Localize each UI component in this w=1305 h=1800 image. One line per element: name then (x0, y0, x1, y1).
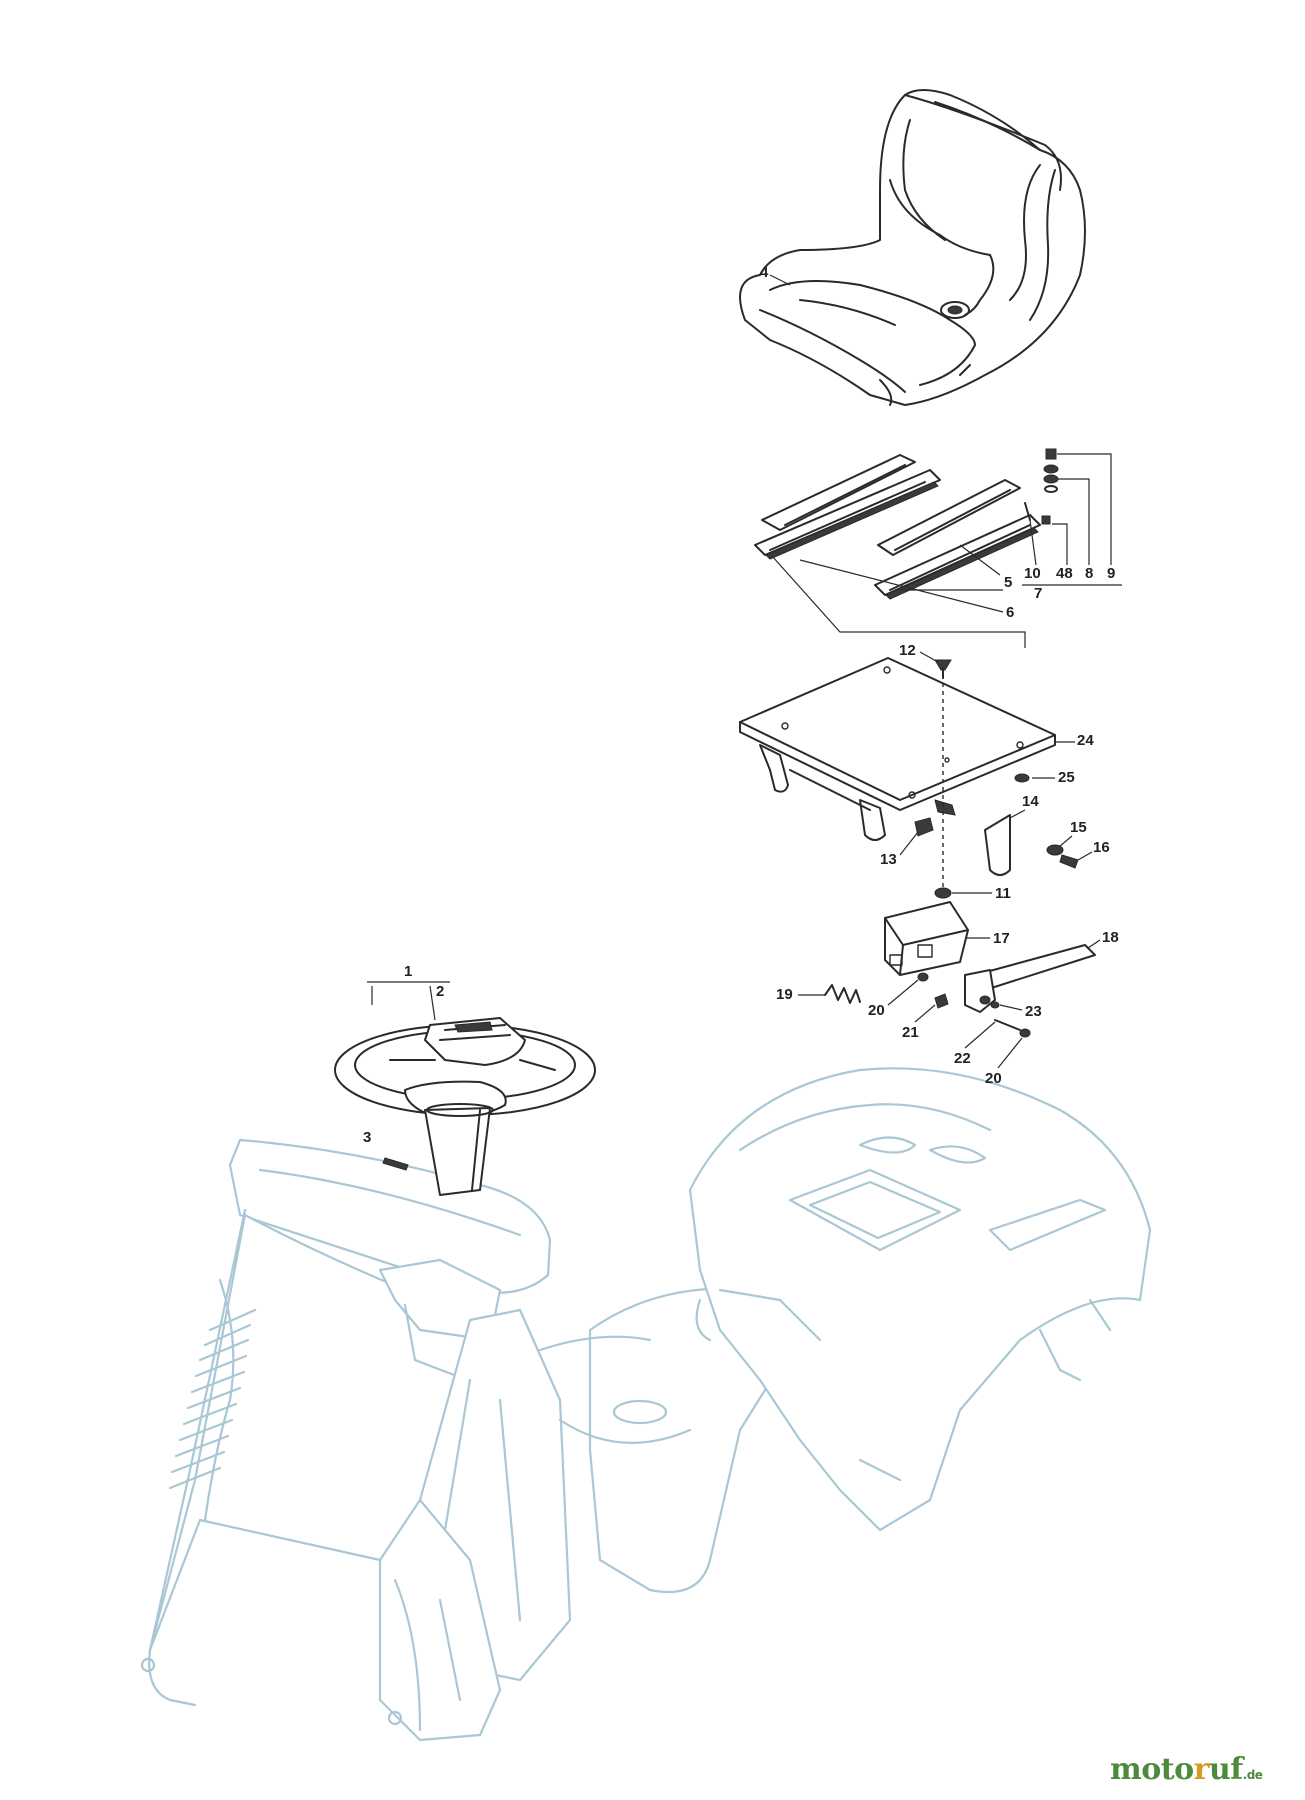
bolt-12 (934, 659, 952, 679)
callout-21: 21 (902, 1024, 919, 1041)
callout-25: 25 (1058, 769, 1075, 786)
callout-2: 2 (436, 983, 444, 1000)
callout-4: 4 (760, 264, 769, 281)
nut-20-bottom (1019, 1028, 1031, 1038)
callout-22: 22 (954, 1050, 971, 1067)
callout-18: 18 (1102, 929, 1119, 946)
callout-13: 13 (880, 851, 897, 868)
motoruf-watermark-logo: motoruf.de (1110, 1752, 1263, 1787)
washer-15 (1046, 844, 1064, 856)
callout-6: 5 (1004, 574, 1012, 591)
steering-wheel (334, 1017, 596, 1196)
pin-23 (990, 1001, 1000, 1009)
callout-3: 3 (363, 1129, 371, 1146)
spring-19 (824, 984, 861, 1004)
seat-rails (754, 448, 1059, 600)
pin-3 (382, 1157, 409, 1171)
callout-17: 17 (993, 930, 1010, 947)
bolt-13 (914, 817, 934, 837)
callout-23: 23 (1025, 1003, 1042, 1020)
callout-10: 10 (1024, 565, 1041, 582)
callout-12: 12 (899, 642, 916, 659)
callout-6b: 6 (1006, 604, 1014, 621)
lever-18 (964, 944, 1096, 1013)
grille-slots-ghost (168, 1308, 257, 1490)
callout-20-top: 20 (868, 1002, 885, 1019)
callout-labels: 1 2 3 4 5 6 7 8 9 10 48 12 24 25 14 15 1… (363, 264, 1119, 1146)
rail-leaders (771, 453, 1122, 648)
tractor-body-ghost (140, 1067, 1152, 1742)
screw-21 (934, 993, 949, 1009)
seat (739, 89, 1086, 406)
bolt-16 (1059, 854, 1079, 869)
slide-block-17 (884, 901, 969, 976)
callout-16: 16 (1093, 839, 1110, 856)
callout-14: 14 (1022, 793, 1039, 810)
callout-11: 11 (995, 885, 1011, 902)
callout-19: 19 (776, 986, 793, 1003)
seat-plate (739, 657, 1056, 841)
callout-24: 24 (1077, 732, 1094, 749)
nut-25 (1014, 773, 1030, 783)
callout-48: 48 (1056, 565, 1073, 582)
callout-15: 15 (1070, 819, 1087, 836)
nut-11 (934, 887, 952, 899)
callout-7: 7 (1034, 585, 1042, 602)
callout-8: 8 (1085, 565, 1093, 582)
callout-9: 9 (1107, 565, 1115, 582)
callout-1: 1 (404, 963, 412, 980)
bracket-14 (984, 814, 1011, 876)
pin-22 (994, 1019, 1021, 1031)
callout-20-bottom: 20 (985, 1070, 1002, 1087)
nut-20-top (917, 972, 929, 982)
